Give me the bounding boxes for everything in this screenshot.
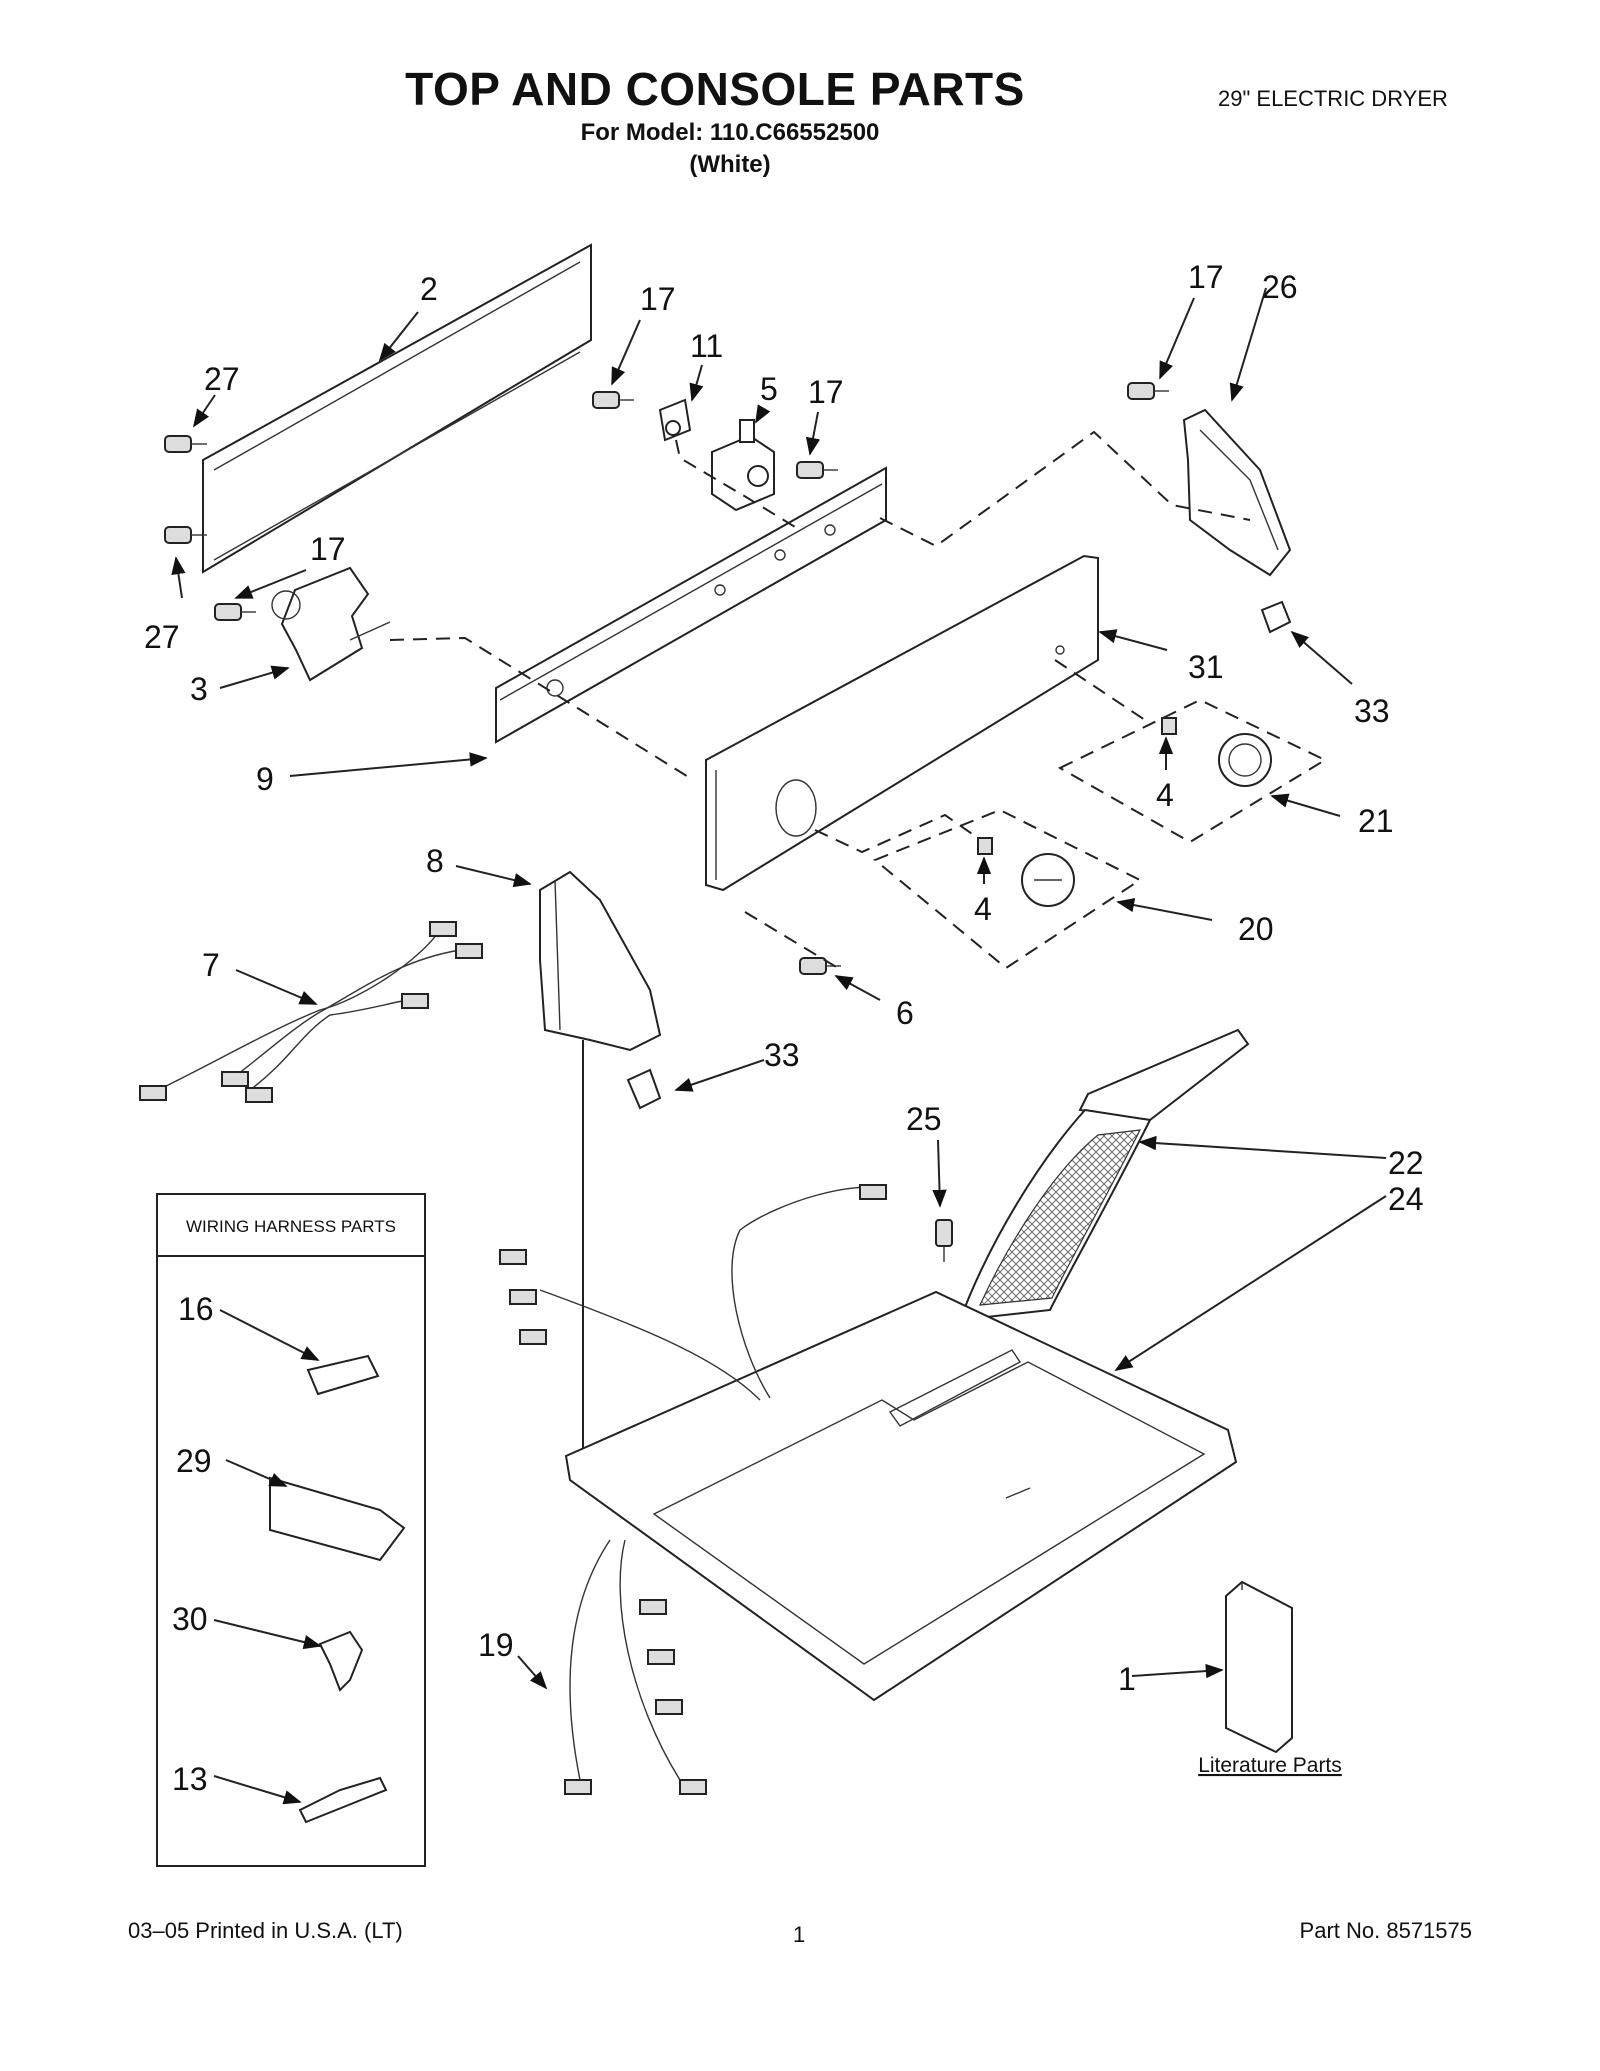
part-2-rear-panel	[202, 243, 592, 574]
clip-33-upper	[1260, 600, 1292, 634]
part-11-bracket	[658, 398, 692, 442]
screw-17-a	[592, 391, 634, 409]
callout-8: 8	[426, 843, 444, 879]
callout-7: 7	[202, 947, 220, 983]
part-5-switch	[711, 419, 775, 512]
callout-3: 3	[190, 671, 208, 707]
callout-16: 16	[178, 1291, 214, 1327]
callout-31: 31	[1188, 649, 1224, 685]
screw-27-lower	[164, 526, 207, 544]
callout-numbers: 2 27 27 17 11 5 17 17 3 9 17 26 31 33 4 …	[144, 259, 1424, 1797]
knob-21	[1161, 717, 1272, 787]
callout-11: 11	[690, 328, 723, 364]
callout-29: 29	[176, 1443, 212, 1479]
callout-2: 2	[420, 271, 438, 307]
callout-13: 13	[172, 1761, 208, 1797]
screw-27-upper	[164, 435, 207, 453]
callout-17-b: 17	[808, 374, 844, 410]
part-29-connector	[269, 1476, 406, 1562]
screw-17-c	[214, 603, 256, 621]
part-25-screw	[935, 1219, 953, 1262]
callout-17-c: 17	[310, 531, 346, 567]
part-30-clip	[318, 1630, 364, 1692]
color-line: (White)	[689, 151, 771, 178]
part-22-lint-screen	[958, 1028, 1250, 1322]
callout-33-upper: 33	[1354, 693, 1390, 729]
callout-27-lower: 27	[144, 619, 180, 655]
screw-17-d	[1127, 382, 1169, 400]
callout-21: 21	[1358, 803, 1394, 839]
callout-4-upper: 4	[1156, 777, 1174, 813]
callout-4-lower: 4	[974, 891, 992, 927]
wiring-box-label: WIRING HARNESS PARTS	[186, 1217, 396, 1236]
screw-17-b	[796, 461, 838, 479]
callout-9: 9	[256, 761, 274, 797]
part-3-timer	[271, 566, 391, 682]
part-16-connector	[306, 1354, 380, 1396]
callout-24: 24	[1388, 1181, 1424, 1217]
callout-26: 26	[1262, 269, 1298, 305]
clip-33-lower	[626, 1068, 662, 1110]
product-label: 29" ELECTRIC DRYER	[1218, 86, 1448, 111]
part-number: Part No. 8571575	[1299, 1918, 1472, 1943]
callout-20: 20	[1238, 911, 1274, 947]
literature-parts-label: Literature Parts	[1198, 1754, 1342, 1777]
callout-25: 25	[906, 1101, 942, 1137]
wiring-harness-box: WIRING HARNESS PARTS	[156, 1193, 426, 1867]
part-8-end-cap	[539, 870, 662, 1052]
callout-22: 22	[1388, 1145, 1424, 1181]
model-info: For Model: 110.C66552500 (White)	[520, 117, 940, 181]
callout-5: 5	[760, 371, 778, 407]
callout-33-lower: 33	[764, 1037, 800, 1073]
callout-19: 19	[478, 1627, 514, 1663]
knob-20	[977, 837, 1075, 907]
part-19-main-harness	[499, 1184, 887, 1795]
callout-30: 30	[172, 1601, 208, 1637]
callout-17-a: 17	[640, 281, 676, 317]
assembly-lines	[389, 430, 1328, 1470]
print-info: 03–05 Printed in U.S.A. (LT)	[128, 1918, 403, 1943]
part-31-console-panel	[705, 554, 1099, 892]
part-24-top	[564, 1290, 1238, 1702]
callout-17-d: 17	[1188, 259, 1224, 295]
part-1-literature	[1225, 1580, 1293, 1754]
leader-arrows	[171, 287, 1387, 1805]
page-number: 1	[793, 1922, 806, 1947]
page-title: TOP AND CONSOLE PARTS	[405, 63, 1025, 115]
part-26-end-cap	[1182, 408, 1292, 577]
screw-6	[799, 957, 841, 975]
model-line: For Model: 110.C66552500	[580, 119, 880, 146]
callout-27-upper: 27	[204, 361, 240, 397]
part-7-harness	[139, 921, 483, 1103]
callout-6: 6	[896, 995, 914, 1031]
part-13-terminal	[298, 1776, 388, 1824]
callout-1: 1	[1118, 1661, 1136, 1697]
